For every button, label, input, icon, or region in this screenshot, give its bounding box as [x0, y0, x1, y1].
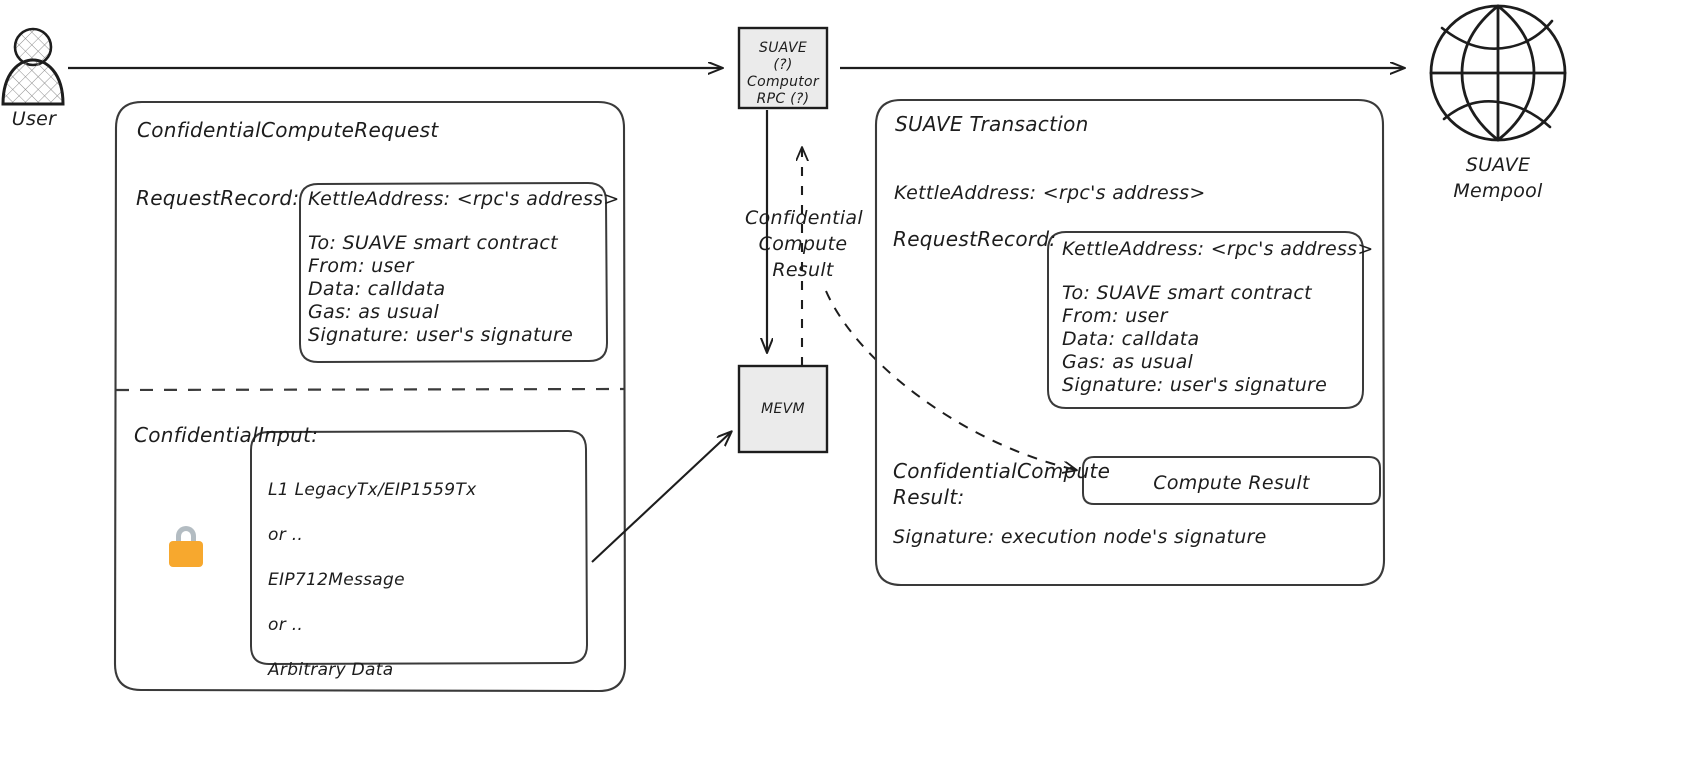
tx-rr-field-0: To: SUAVE smart contract — [1062, 282, 1312, 304]
ccr-rr-field-0: To: SUAVE smart contract — [308, 232, 558, 254]
ccr-request-record-content: KettleAddress: <rpc's address> To: SUAVE… — [308, 188, 620, 347]
mempool-label: SUAVE Mempool — [1453, 154, 1543, 202]
rpc-node-label: SUAVE (?) Computor RPC (?) — [739, 40, 827, 108]
suave-tx-ccr-label: ConfidentialCompute Result: — [893, 459, 1111, 509]
lock-icon — [169, 526, 203, 567]
ccr-rr-field-4: Signature: user's signature — [308, 324, 574, 346]
ci-line-0: L1 LegacyTx/EIP1559Tx — [268, 480, 477, 500]
ccr-title: ConfidentialComputeRequest — [137, 118, 439, 142]
ccr-confidential-input-label: ConfidentialInput: — [134, 423, 319, 447]
ccr-rr-field-1: From: user — [308, 255, 414, 277]
rpc-line-1: (?) — [773, 57, 793, 73]
ci-line-2: EIP712Message — [268, 570, 405, 590]
person-icon — [1, 27, 65, 106]
ccr-rr-field-3: Gas: as usual — [308, 301, 440, 323]
suave-tx-kettle: KettleAddress: <rpc's address> — [894, 182, 1206, 204]
tx-rr-kettle: KettleAddress: <rpc's address> — [1062, 238, 1374, 260]
rpc-line-3: RPC (?) — [756, 91, 810, 107]
suave-tx-request-record-label: RequestRecord: — [893, 227, 1057, 251]
compute-result-label: Compute Result — [1153, 472, 1310, 494]
suave-tx-request-record-content: KettleAddress: <rpc's address> To: SUAVE… — [1062, 238, 1374, 397]
tx-rr-field-4: Signature: user's signature — [1062, 374, 1328, 396]
arrow-input-to-mevm — [591, 432, 731, 563]
suave-tx-title: SUAVE Transaction — [895, 112, 1089, 136]
ccr-rr-kettle: KettleAddress: <rpc's address> — [308, 188, 620, 210]
ccr-confidential-input-content: L1 LegacyTx/EIP1559Tx or .. EIP712Messag… — [268, 480, 568, 680]
ccr-divider — [115, 387, 625, 392]
tx-rr-field-3: Gas: as usual — [1062, 351, 1194, 373]
tx-rr-field-2: Data: calldata — [1062, 328, 1200, 350]
ccr-request-record-label: RequestRecord: — [136, 186, 300, 210]
edge-label-confidential-compute-result: Confidential Compute Result — [745, 207, 863, 281]
tx-rr-field-1: From: user — [1062, 305, 1168, 327]
ci-line-3: or .. — [268, 615, 304, 635]
suave-tx-signature: Signature: execution node's signature — [893, 526, 1267, 548]
user-label: User — [11, 108, 57, 130]
ccr-rr-field-2: Data: calldata — [308, 278, 446, 300]
globe-icon — [1429, 4, 1567, 142]
arrow-result-to-compute-result-dashed — [825, 290, 1076, 470]
rpc-line-0: SUAVE — [759, 40, 807, 56]
rpc-line-2: Computor — [747, 74, 819, 90]
mevm-node-label: MEVM — [761, 401, 805, 417]
ci-line-1: or .. — [268, 525, 304, 545]
ci-line-4: Arbitrary Data — [268, 660, 394, 680]
